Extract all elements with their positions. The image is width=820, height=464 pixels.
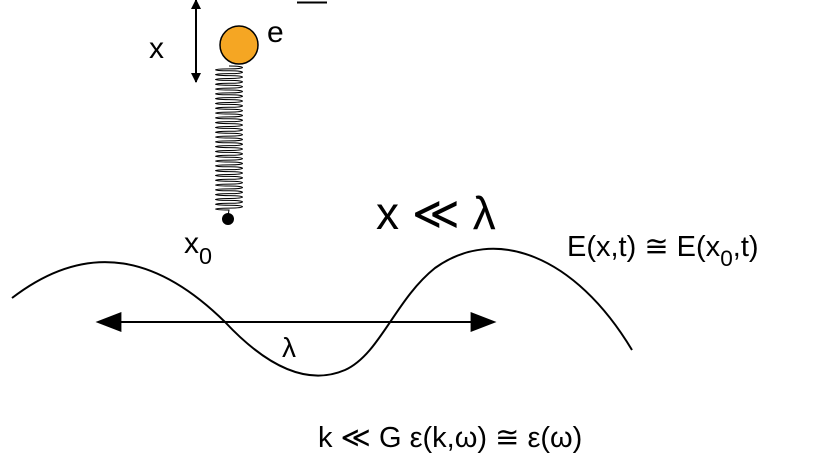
- condition-much-less: ≪: [411, 187, 460, 239]
- origin-label-subscript: 0: [199, 242, 213, 269]
- displacement-label: x: [149, 32, 164, 65]
- electron-ball: [219, 25, 259, 65]
- condition-x: x: [376, 187, 399, 239]
- field-approx-subscript: 0: [720, 246, 733, 272]
- field-approx-pre: E(x,t) ≅ E(x: [567, 231, 721, 263]
- condition-lambda: λ: [472, 187, 496, 239]
- electron-charge-sign: —: [297, 0, 327, 17]
- dielectric-approximation: k ≪ G ε(k,ω) ≅ ε(ω): [318, 422, 583, 454]
- field-approx-post: ,t): [732, 231, 759, 263]
- anchor-point: [222, 213, 234, 225]
- origin-label: x0: [184, 227, 212, 268]
- spring-coil: [215, 65, 243, 217]
- wavelength-label: λ: [282, 332, 296, 363]
- electron-label: e: [267, 16, 284, 49]
- origin-label-base: x: [184, 227, 199, 260]
- sine-wave: [11, 247, 633, 377]
- field-approximation: E(x,t) ≅ E(x0,t): [567, 231, 759, 270]
- small-displacement-condition: x ≪ λ: [376, 190, 496, 236]
